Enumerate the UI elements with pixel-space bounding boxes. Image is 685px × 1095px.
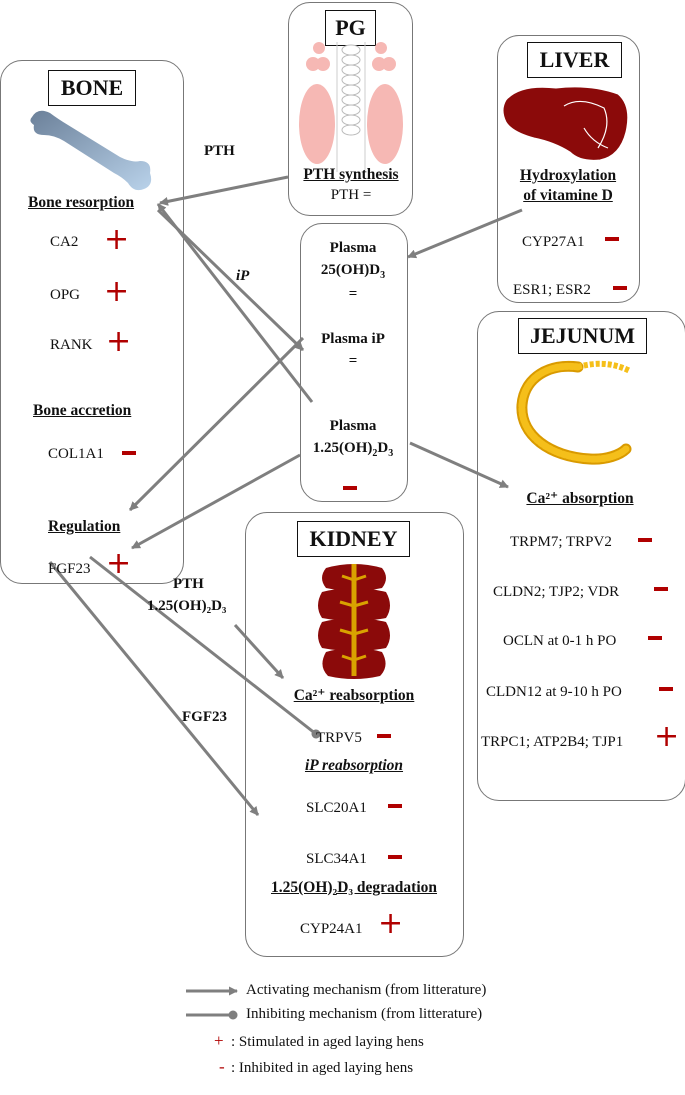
arrow-liver-to-plasma xyxy=(407,208,523,259)
plus-rank: + xyxy=(106,324,132,359)
legend-inhibiting-text: Inhibiting mechanism (from litterature) xyxy=(246,1006,483,1022)
minus-col1a1 xyxy=(122,451,136,455)
jejunum-panel xyxy=(477,311,685,801)
liver-panel xyxy=(497,35,640,303)
bone-accretion-heading: Bone accretion xyxy=(33,402,132,419)
minus-slc34a1 xyxy=(388,855,402,859)
label-ip: iP xyxy=(236,268,250,284)
legend-stimulated-text: : Stimulated in aged laying hens xyxy=(231,1034,424,1050)
label-fgf23: FGF23 xyxy=(182,709,227,725)
gene-opg: OPG xyxy=(50,287,81,303)
jejunum-title: JEJUNUM xyxy=(518,318,647,354)
ip-reabsorption-heading: iP reabsorption xyxy=(304,757,404,774)
jejunum-icon xyxy=(516,360,632,465)
plasma-panel xyxy=(300,223,408,502)
legend-plus-symbol: + xyxy=(214,1031,224,1050)
plasma-ip: Plasma iP xyxy=(321,331,385,347)
minus-trpv5 xyxy=(377,734,391,738)
label-pth-kidney: PTH xyxy=(173,576,204,592)
gene-rank: RANK xyxy=(50,337,93,353)
gene-col1a1: COL1A1 xyxy=(48,446,104,462)
arrow-pth-to-ca-reabsorption xyxy=(233,623,285,680)
gene-slc34a1: SLC34A1 xyxy=(306,851,367,867)
plasma-ip-equal: = xyxy=(348,353,358,369)
gene-cyp27a1: CYP27A1 xyxy=(522,234,585,250)
regulation-heading: Regulation xyxy=(48,518,121,535)
gene-cyp24a1: CYP24A1 xyxy=(300,921,363,937)
arrow-plasma-to-fgf23 xyxy=(131,453,301,550)
arrow-fgf23-to-degradation xyxy=(48,561,260,816)
plus-fgf23: + xyxy=(106,546,132,581)
legend-activating-text: Activating mechanism (from litterature) xyxy=(246,982,487,998)
bone-title: BONE xyxy=(48,70,136,106)
bone-icon xyxy=(30,110,152,191)
minus-cyp27a1 xyxy=(605,237,619,241)
legend-minus-symbol: - xyxy=(219,1057,225,1076)
arrow-plasma-ip-to-regulation xyxy=(128,336,305,512)
gene-trpv5: TRPV5 xyxy=(316,730,362,746)
arrow-plasma-to-bone xyxy=(156,203,314,403)
plus-opg: + xyxy=(104,274,130,309)
gene-fgf23-bone: FGF23 xyxy=(48,561,91,577)
gene-slc20a1: SLC20A1 xyxy=(306,800,367,816)
arrow-fgf23-inhibit-ip-reabsorption xyxy=(89,555,321,739)
label-pth: PTH xyxy=(204,143,235,159)
liver-icon xyxy=(502,86,629,161)
jejunum-genes-2: CLDN2; TJP2; VDR xyxy=(493,584,620,600)
hydroxylation-heading-1: Hydroxylation xyxy=(519,167,617,184)
bone-resorption-heading: Bone resorption xyxy=(28,194,135,211)
hydroxylation-heading-2: of vitamine D xyxy=(523,187,613,204)
pth-synthesis-heading: PTH synthesis xyxy=(303,166,399,183)
jejunum-genes-3: OCLN at 0-1 h PO xyxy=(503,633,617,649)
plasma-calcitriol-line1: Plasma xyxy=(329,418,377,434)
minus-plasma-calcitriol xyxy=(343,486,357,490)
minus-jejunum-4 xyxy=(659,687,673,691)
kidney-icon xyxy=(318,564,390,679)
jejunum-genes-4: CLDN12 at 9-10 h PO xyxy=(486,684,622,700)
ca-absorption-heading: Ca²⁺ absorption xyxy=(526,490,634,507)
legend-inhibited-text: : Inhibited in aged laying hens xyxy=(231,1060,414,1076)
plasma-vitd-equal: = xyxy=(348,286,358,302)
minus-slc20a1 xyxy=(388,804,402,808)
plasma-vitd-line1: Plasma xyxy=(329,240,377,256)
pth-level: PTH = xyxy=(330,187,372,203)
gene-ca2: CA2 xyxy=(50,234,79,250)
minus-jejunum-1 xyxy=(638,538,652,542)
pg-title: PG xyxy=(325,10,376,46)
arrow-plasma-to-jejunum xyxy=(409,441,509,489)
minus-esr xyxy=(613,286,627,290)
minus-jejunum-3 xyxy=(648,636,662,640)
kidney-title: KIDNEY xyxy=(297,521,410,557)
label-calcitriol-kidney: 1.25(OH)₂D₃ xyxy=(147,598,227,614)
degradation-heading: 1.25(OH)₂D₃ degradation xyxy=(270,879,438,896)
plus-cyp24a1: + xyxy=(378,906,404,941)
liver-title: LIVER xyxy=(527,42,622,78)
plasma-calcitriol-line2: 1.25(OH)2D3 xyxy=(312,440,394,459)
jejunum-genes-5: TRPC1; ATP2B4; TJP1 xyxy=(481,734,624,750)
plus-jejunum-5: + xyxy=(654,719,680,754)
plus-ca2: + xyxy=(104,222,130,257)
ca-reabsorption-heading: Ca²⁺ reabsorption xyxy=(293,687,415,704)
minus-jejunum-2 xyxy=(654,587,668,591)
arrow-pg-to-bone xyxy=(159,175,289,206)
parathyroid-icon xyxy=(299,42,403,172)
plasma-vitd-line2: 25(OH)D3 xyxy=(320,262,386,281)
gene-esr: ESR1; ESR2 xyxy=(513,282,591,298)
jejunum-genes-1: TRPM7; TRPV2 xyxy=(510,534,612,550)
